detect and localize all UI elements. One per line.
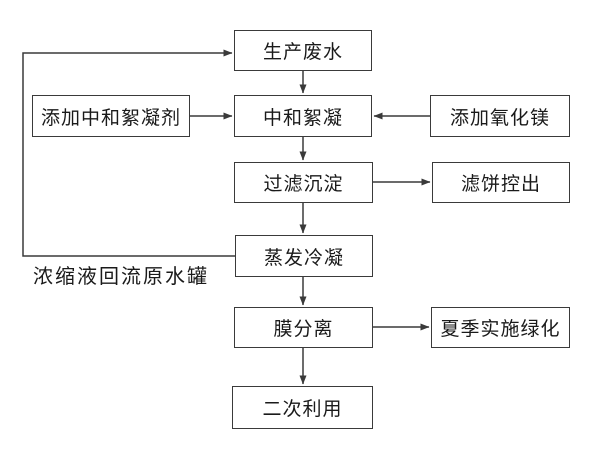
- node-secondary-use: 二次利用: [232, 386, 373, 429]
- node-add-neutralizing-flocculant: 添加中和絮凝剂: [32, 95, 190, 137]
- node-add-magnesium-oxide: 添加氧化镁: [430, 95, 570, 137]
- node-production-wastewater: 生产废水: [234, 30, 372, 71]
- node-filtration-sedimentation: 过滤沉淀: [234, 162, 373, 203]
- label-concentrate-return: 浓缩液回流原水罐: [33, 264, 209, 288]
- node-evaporation-condensation: 蒸发冷凝: [235, 235, 373, 277]
- node-filter-cake-discharge: 滤饼控出: [432, 162, 570, 203]
- edge-concentrate-return-loop: [22, 49, 235, 257]
- node-neutralization-flocculation: 中和絮凝: [234, 95, 372, 137]
- node-summer-greening: 夏季实施绿化: [431, 307, 570, 348]
- node-membrane-separation: 膜分离: [234, 307, 373, 348]
